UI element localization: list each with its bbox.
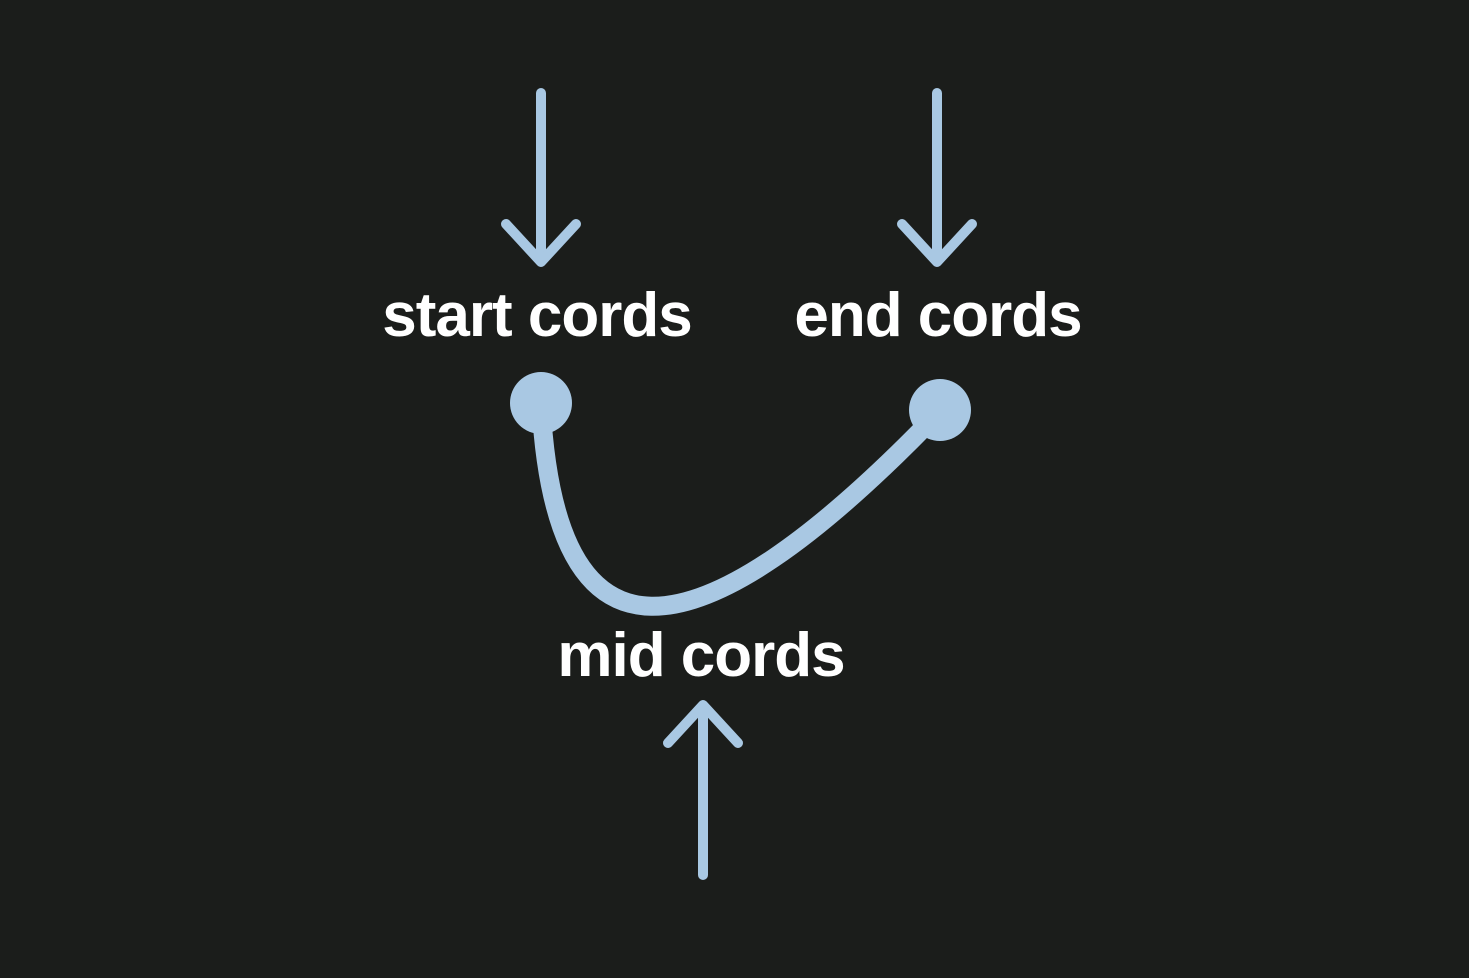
start-dot <box>510 372 572 434</box>
down-arrow-icon <box>897 88 977 267</box>
up-arrow-head <box>663 700 743 748</box>
down-arrow-head <box>897 219 977 267</box>
end-dot <box>909 379 971 441</box>
cord-curve <box>531 394 950 616</box>
start-cords-label: start cords <box>382 281 692 350</box>
down-arrow-icon <box>501 88 581 267</box>
down-arrow-head <box>501 219 581 267</box>
up-arrow-icon <box>663 700 743 880</box>
end-cords-label: end cords <box>794 281 1082 350</box>
mid-cords-label: mid cords <box>557 621 845 690</box>
